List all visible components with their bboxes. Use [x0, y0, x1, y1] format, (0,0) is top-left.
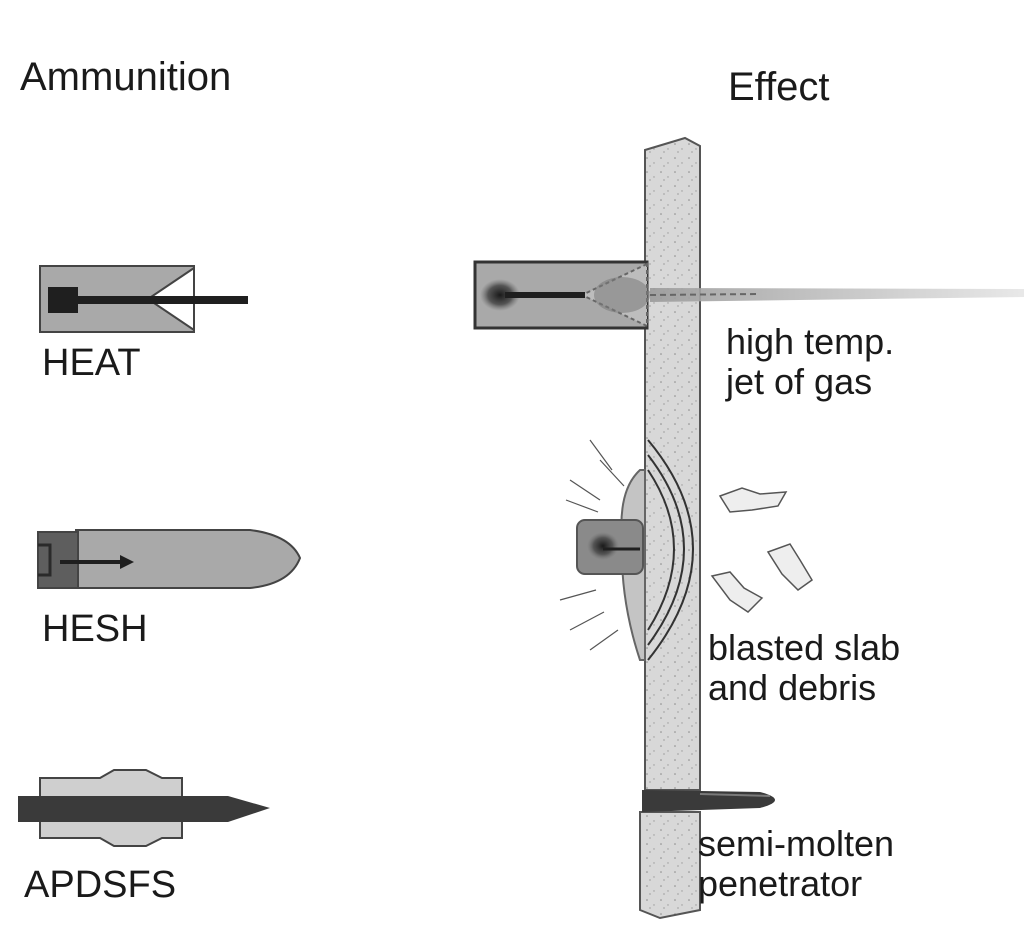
hesh-effect-line-1: blasted slab [708, 627, 901, 668]
hesh-label: HESH [42, 608, 148, 650]
hesh-round-icon [37, 529, 302, 589]
apdsfs-effect-label: semi-molten penetrator [698, 823, 895, 905]
apdsfs-effect-line-2: penetrator [698, 863, 863, 905]
apdsfs-label: APDSFS [24, 864, 177, 906]
ammunition-heading: Ammunition [20, 55, 232, 99]
apdsfs-effect-line-1: semi-molten [698, 823, 895, 864]
hesh-effect-line-2: and debris [708, 667, 877, 709]
hesh-effect-icon [559, 439, 813, 661]
effect-heading: Effect [728, 65, 830, 109]
hesh-effect-label: blasted slab and debris [708, 627, 901, 709]
apdsfs-round-icon [18, 769, 270, 847]
apdsfs-effect-icon [642, 790, 775, 812]
heat-effect-line-1: high temp. [726, 321, 895, 362]
heat-effect-label: high temp. jet of gas [726, 321, 895, 403]
heat-effect-icon [473, 260, 1024, 330]
heat-effect-line-2: jet of gas [726, 361, 873, 403]
heat-label: HEAT [42, 342, 141, 384]
heat-round-icon [39, 265, 248, 333]
